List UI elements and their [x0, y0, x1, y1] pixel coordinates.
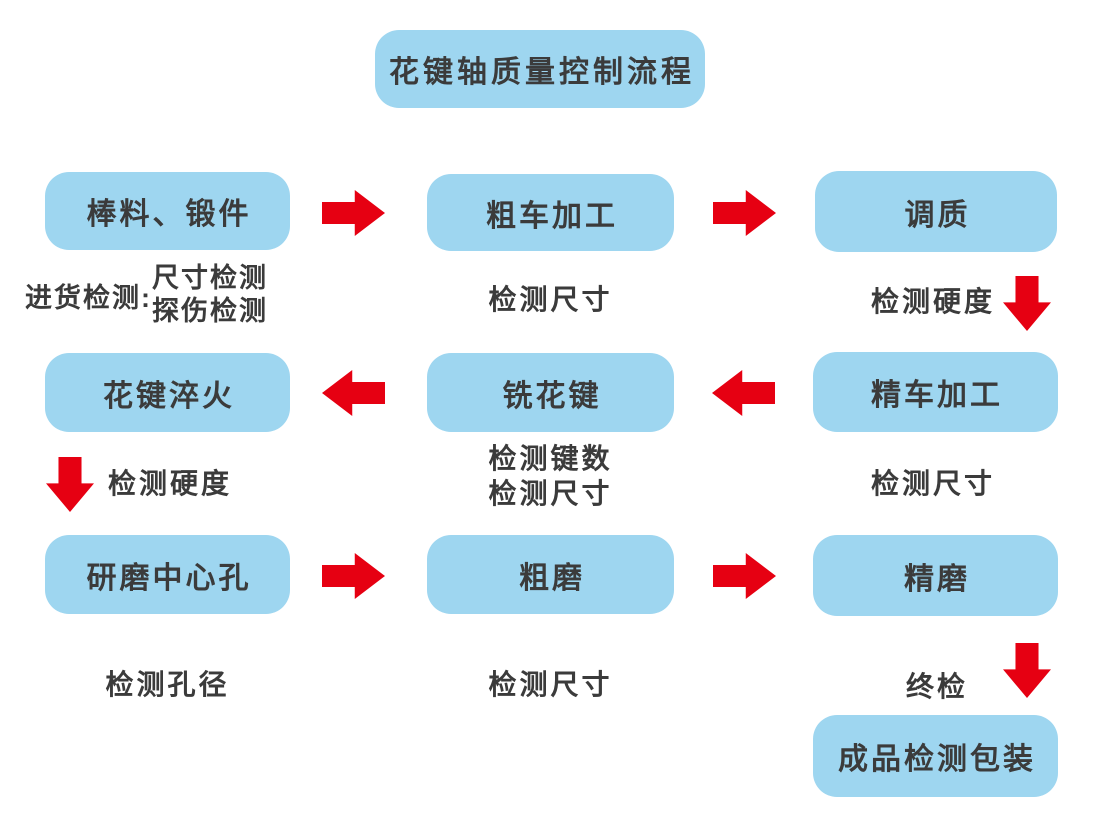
- node-rough-turning: 粗车加工: [427, 174, 674, 251]
- incoming-inspection-items: 尺寸检测 探伤检测: [152, 262, 268, 328]
- node-center-hole-grinding: 研磨中心孔: [45, 535, 290, 614]
- node-finish-grinding: 精磨: [813, 535, 1058, 616]
- caption-line: 检测尺寸: [488, 478, 613, 509]
- arrow-right-icon: [713, 190, 776, 236]
- caption-after-spline-quenching: 检测硬度: [107, 468, 232, 499]
- node-spline-milling: 铣花键: [427, 353, 674, 432]
- incoming-inspection-item: 探伤检测: [152, 296, 268, 326]
- node-raw-material: 棒料、锻件: [45, 172, 290, 250]
- flowchart-title: 花键轴质量控制流程: [375, 30, 705, 108]
- node-spline-quenching: 花键淬火: [45, 353, 290, 432]
- node-tempering: 调质: [815, 171, 1057, 252]
- incoming-inspection-item: 尺寸检测: [152, 263, 268, 293]
- caption-after-center-hole-grinding: 检测孔径: [105, 669, 230, 700]
- incoming-inspection-label: 进货检测:: [25, 282, 152, 313]
- caption-after-finish-turning: 检测尺寸: [870, 468, 995, 499]
- arrow-right-icon: [322, 553, 385, 599]
- node-rough-grinding: 粗磨: [427, 535, 674, 614]
- caption-after-rough-grinding: 检测尺寸: [488, 669, 613, 700]
- arrow-right-icon: [322, 190, 385, 236]
- arrow-right-icon: [713, 553, 776, 599]
- node-final-packaging: 成品检测包装: [813, 715, 1058, 797]
- caption-after-spline-milling: 检测键数 检测尺寸: [427, 441, 674, 511]
- arrow-left-icon: [712, 370, 775, 416]
- caption-after-tempering: 检测硬度: [870, 286, 995, 317]
- arrow-left-icon: [322, 370, 385, 416]
- caption-line: 检测键数: [488, 443, 613, 474]
- caption-after-rough-turning: 检测尺寸: [488, 284, 613, 315]
- caption-incoming-inspection: 进货检测: 尺寸检测 探伤检测: [25, 262, 268, 328]
- node-finish-turning: 精车加工: [813, 352, 1058, 432]
- arrow-down-icon: [46, 457, 94, 512]
- caption-final-inspection: 终检: [905, 671, 968, 702]
